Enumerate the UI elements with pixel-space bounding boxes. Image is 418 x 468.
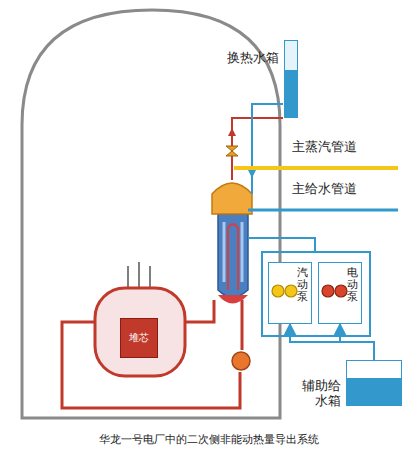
node-label: 堆芯 [129,331,149,345]
pump-label: 电动泵 [347,267,358,303]
main-steam-pipe [234,166,398,170]
pump-group-box: 汽动泵 [268,262,312,324]
steam-generator [218,214,248,297]
pump-frame [262,252,370,336]
containment-outline [22,10,280,418]
pump-symbols [320,277,348,307]
main-feedwater-pipe [248,209,398,212]
pipe-label: 主蒸汽管道 [292,138,357,156]
node-label: 换热水箱 [227,51,279,66]
core-box: 堆芯 [120,318,158,358]
water-fill [285,70,297,117]
pump-symbols [270,277,298,307]
reactor-vessel [95,288,185,376]
main-pump [232,352,250,370]
node-label: 辅助给水箱 [302,379,341,409]
pump-group-box: 电动泵 [318,262,362,324]
feed-line [340,324,374,360]
pump-label: 汽动泵 [297,267,308,303]
water-tank: 辅助给水箱 [346,360,402,406]
feed-line [290,324,374,360]
pipe-label: 主给水管道 [292,180,357,198]
water-fill [347,378,401,405]
water-tank: 换热水箱 [284,40,298,118]
caption: 华龙一号电厂中的二次侧非能动热量导出系统 [0,432,418,447]
